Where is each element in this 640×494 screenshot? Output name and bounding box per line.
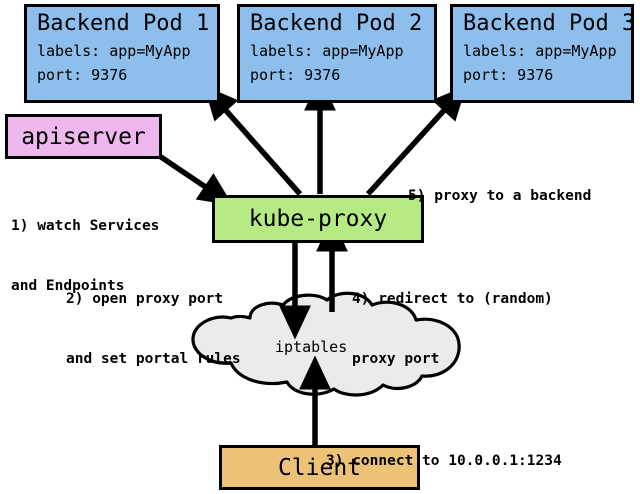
backend-pod-2-labels: labels: app=MyApp <box>250 42 404 60</box>
backend-pod-3-title: Backend Pod 3 <box>463 11 636 36</box>
kube-proxy-box[interactable]: kube-proxy <box>212 195 424 243</box>
step-2-label: 2) open proxy port and set portal rules <box>66 249 241 409</box>
backend-pod-2-title: Backend Pod 2 <box>250 11 423 36</box>
backend-pod-3-port: port: 9376 <box>463 66 554 84</box>
backend-pod-2-box[interactable]: Backend Pod 2 labels: app=MyApp port: 93… <box>237 4 437 103</box>
arrow-kubeproxy-to-pod-3 <box>365 85 467 196</box>
iptables-label: iptables <box>275 338 348 356</box>
arrow-kubeproxy-to-pod-1 <box>203 85 303 196</box>
backend-pod-1-labels: labels: app=MyApp <box>37 42 191 60</box>
apiserver-box[interactable]: apiserver <box>5 114 162 159</box>
client-label: Client <box>277 454 362 481</box>
step-5-label: 5) proxy to a backend <box>408 146 591 246</box>
kube-proxy-label: kube-proxy <box>248 206 388 232</box>
step-3-line-1: 3) connect to 10.0.0.1:1234 <box>326 453 562 469</box>
step-1-line-2: and Endpoints <box>11 278 125 294</box>
step-4-label: 4) redirect to (random) proxy port <box>352 249 553 409</box>
backend-pod-1-box[interactable]: Backend Pod 1 labels: app=MyApp port: 93… <box>24 4 220 103</box>
step-5-line-1: 5) proxy to a backend <box>408 188 592 204</box>
backend-pod-3-labels: labels: app=MyApp <box>463 42 617 60</box>
step-1-line-1: 1) watch Services <box>11 218 160 234</box>
backend-pod-1-title: Backend Pod 1 <box>37 11 210 36</box>
step-2-line-1: 2) open proxy port <box>66 291 224 307</box>
backend-pod-2-port: port: 9376 <box>250 66 341 84</box>
step-2-line-2: and set portal rules <box>66 351 241 367</box>
step-3-label: 3) connect to 10.0.0.1:1234 <box>326 411 562 494</box>
apiserver-label: apiserver <box>21 123 146 150</box>
backend-pod-1-port: port: 9376 <box>37 66 128 84</box>
step-4-line-1: 4) redirect to (random) <box>352 291 553 307</box>
arrow-apiserver-to-kubeproxy <box>156 152 233 206</box>
step-4-line-2: proxy port <box>352 351 440 367</box>
client-box[interactable]: Client <box>219 445 420 490</box>
backend-pod-3-box[interactable]: Backend Pod 3 labels: app=MyApp port: 93… <box>450 4 636 103</box>
step-1-label: 1) watch Services and Endpoints <box>11 176 159 336</box>
